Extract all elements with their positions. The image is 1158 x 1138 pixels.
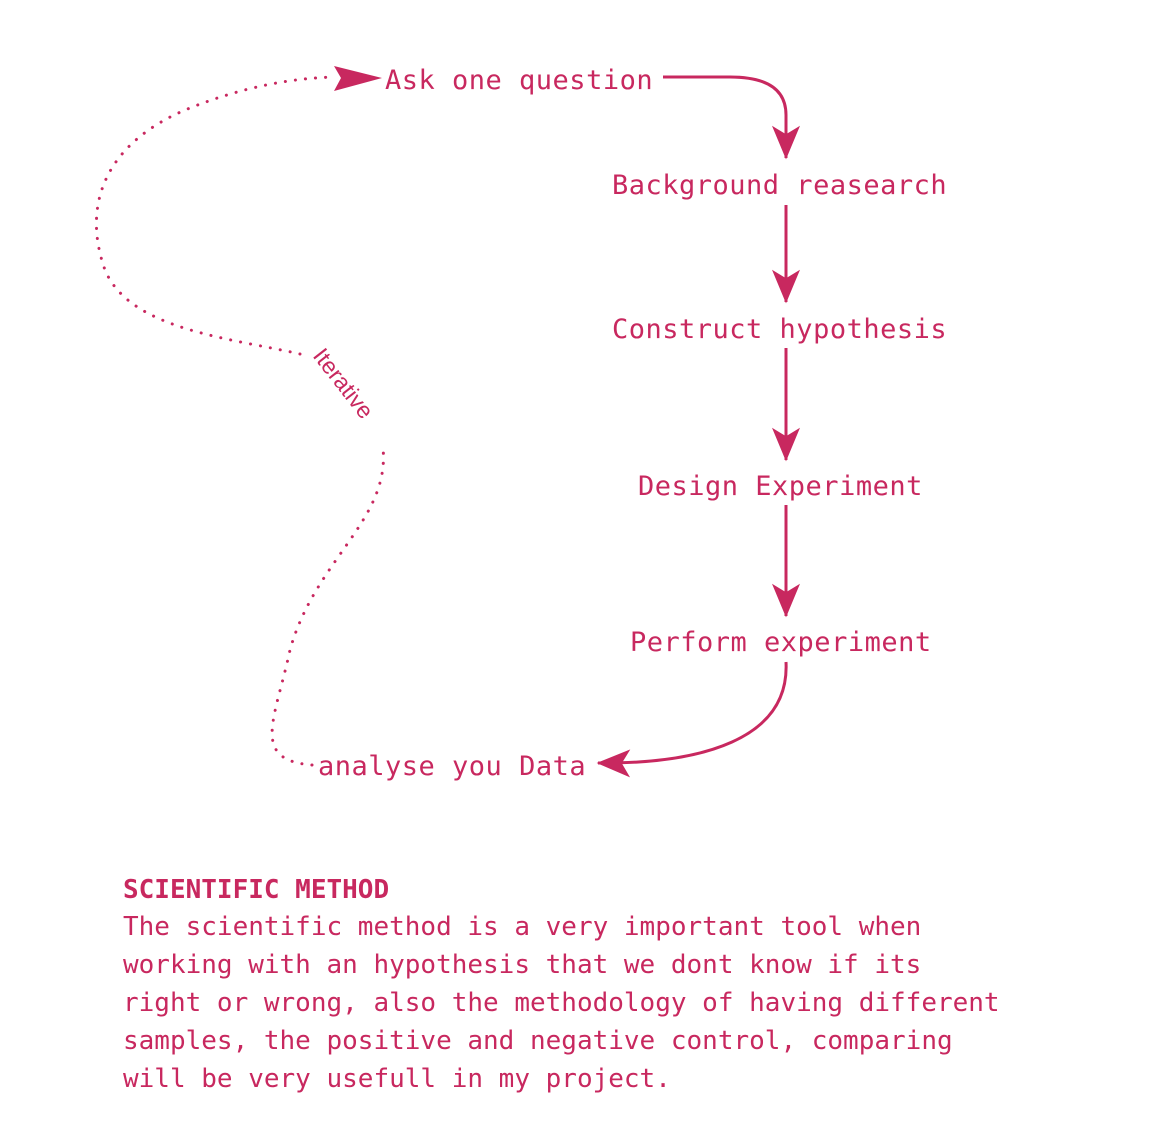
description-body: The scientific method is a very importan…: [123, 912, 1000, 1094]
step-perform-experiment: Perform experiment: [628, 627, 934, 658]
arrow-perform-to-analyse: [596, 661, 788, 778]
step-background-research: Background reasearch: [610, 170, 950, 201]
arrow-ask-to-background: [663, 75, 800, 160]
step-design-experiment: Design Experiment: [636, 471, 925, 502]
iterative-arrowhead-icon: [334, 66, 382, 91]
step-analyse-data: analyse you Data: [316, 751, 589, 782]
description-title: SCIENTIFIC METHOD: [123, 875, 390, 905]
description-block: SCIENTIFIC METHOD The scientific method …: [123, 872, 1083, 1098]
iterative-loop-dotted-path: [94, 75, 385, 767]
step-ask-question: Ask one question: [383, 65, 656, 96]
iterative-label: Iterative: [308, 343, 379, 423]
step-construct-hypothesis: Construct hypothesis: [610, 314, 950, 345]
